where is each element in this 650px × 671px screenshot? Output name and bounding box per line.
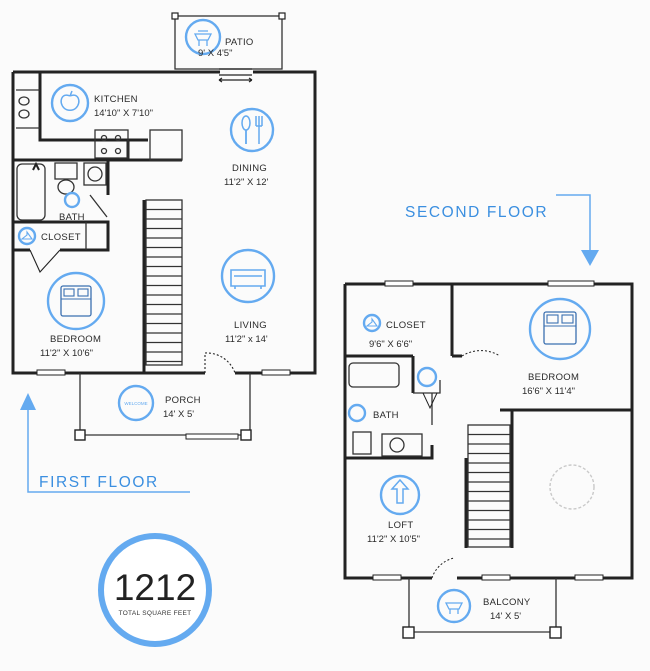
grill-icon (436, 588, 472, 624)
living-label: LIVING (234, 320, 267, 331)
closet-2-size: 9'6" X 6'6" (369, 339, 412, 350)
first-floor-arrow (20, 393, 190, 493)
bed-icon (46, 271, 106, 331)
second-floor-plan (343, 194, 634, 639)
bed-icon (528, 297, 592, 361)
living-size: 11'2" x 14' (225, 334, 268, 345)
balcony-size: 14' X 5' (490, 611, 521, 622)
sink-icon (63, 191, 81, 209)
grill-icon (184, 18, 222, 56)
kitchen-label: KITCHEN (94, 94, 138, 105)
balcony (402, 578, 562, 639)
bedroom-label: BEDROOM (50, 334, 101, 345)
sink (83, 162, 107, 186)
hanger-icon (17, 226, 37, 246)
balcony-label: BALCONY (483, 597, 531, 608)
first-floor-label: FIRST FLOOR (39, 474, 159, 491)
stove (94, 129, 129, 159)
porch-label: PORCH (165, 395, 201, 406)
welcome-text: WELCOME (124, 401, 147, 406)
loft-label: LOFT (388, 520, 413, 531)
window (36, 369, 66, 376)
hanger-icon (362, 313, 382, 333)
stairs (145, 199, 183, 366)
closet-2-label: CLOSET (386, 320, 426, 331)
toilet-tank (54, 162, 78, 180)
bedroom-size: 11'2" X 10'6" (40, 348, 93, 359)
closet-label: CLOSET (41, 232, 81, 243)
total-label: TOTAL SQUARE FEET (119, 610, 192, 617)
patio-size: 9' X 4'5" (198, 48, 232, 59)
porch-size: 14' X 5' (163, 409, 194, 420)
outer-wall (343, 282, 634, 580)
sliding-door (218, 68, 253, 83)
sofa-icon (549, 464, 595, 510)
second-floor-label: SECOND FLOOR (405, 204, 548, 221)
apple-icon (50, 83, 90, 123)
bedroom-2-size: 16'6" X 11'4" (522, 386, 575, 397)
total-value: 1212 (114, 567, 196, 608)
second-floor-arrow (556, 194, 599, 266)
bathtub (16, 163, 46, 221)
hanger-icon (416, 366, 438, 388)
bathtub (348, 362, 400, 388)
front-door (204, 352, 236, 374)
sofa-icon (220, 248, 276, 304)
patio-label: PATIO (225, 37, 254, 48)
sink-icon (347, 403, 367, 423)
stairs (467, 424, 511, 548)
vanity (381, 433, 423, 457)
bedroom-2-label: BEDROOM (528, 372, 579, 383)
fridge (149, 129, 183, 161)
arrow-up-icon (379, 474, 421, 516)
welcome-mat-icon (117, 384, 155, 422)
bath-2-label: BATH (373, 410, 399, 421)
dining-size: 11'2" X 12' (224, 177, 269, 188)
toilet (352, 431, 372, 455)
kitchen-size: 14'10" X 7'10" (94, 108, 153, 119)
loft-size: 11'2" X 10'5" (367, 534, 420, 545)
total-square-feet-badge: 1212 TOTAL SQUARE FEET (98, 533, 212, 647)
dining-label: DINING (232, 163, 267, 174)
window (261, 369, 291, 376)
porch (74, 373, 252, 441)
first-floor-plan (11, 12, 317, 493)
toilet (57, 179, 75, 195)
utensils-icon (229, 107, 275, 153)
bath-label: BATH (59, 212, 85, 223)
